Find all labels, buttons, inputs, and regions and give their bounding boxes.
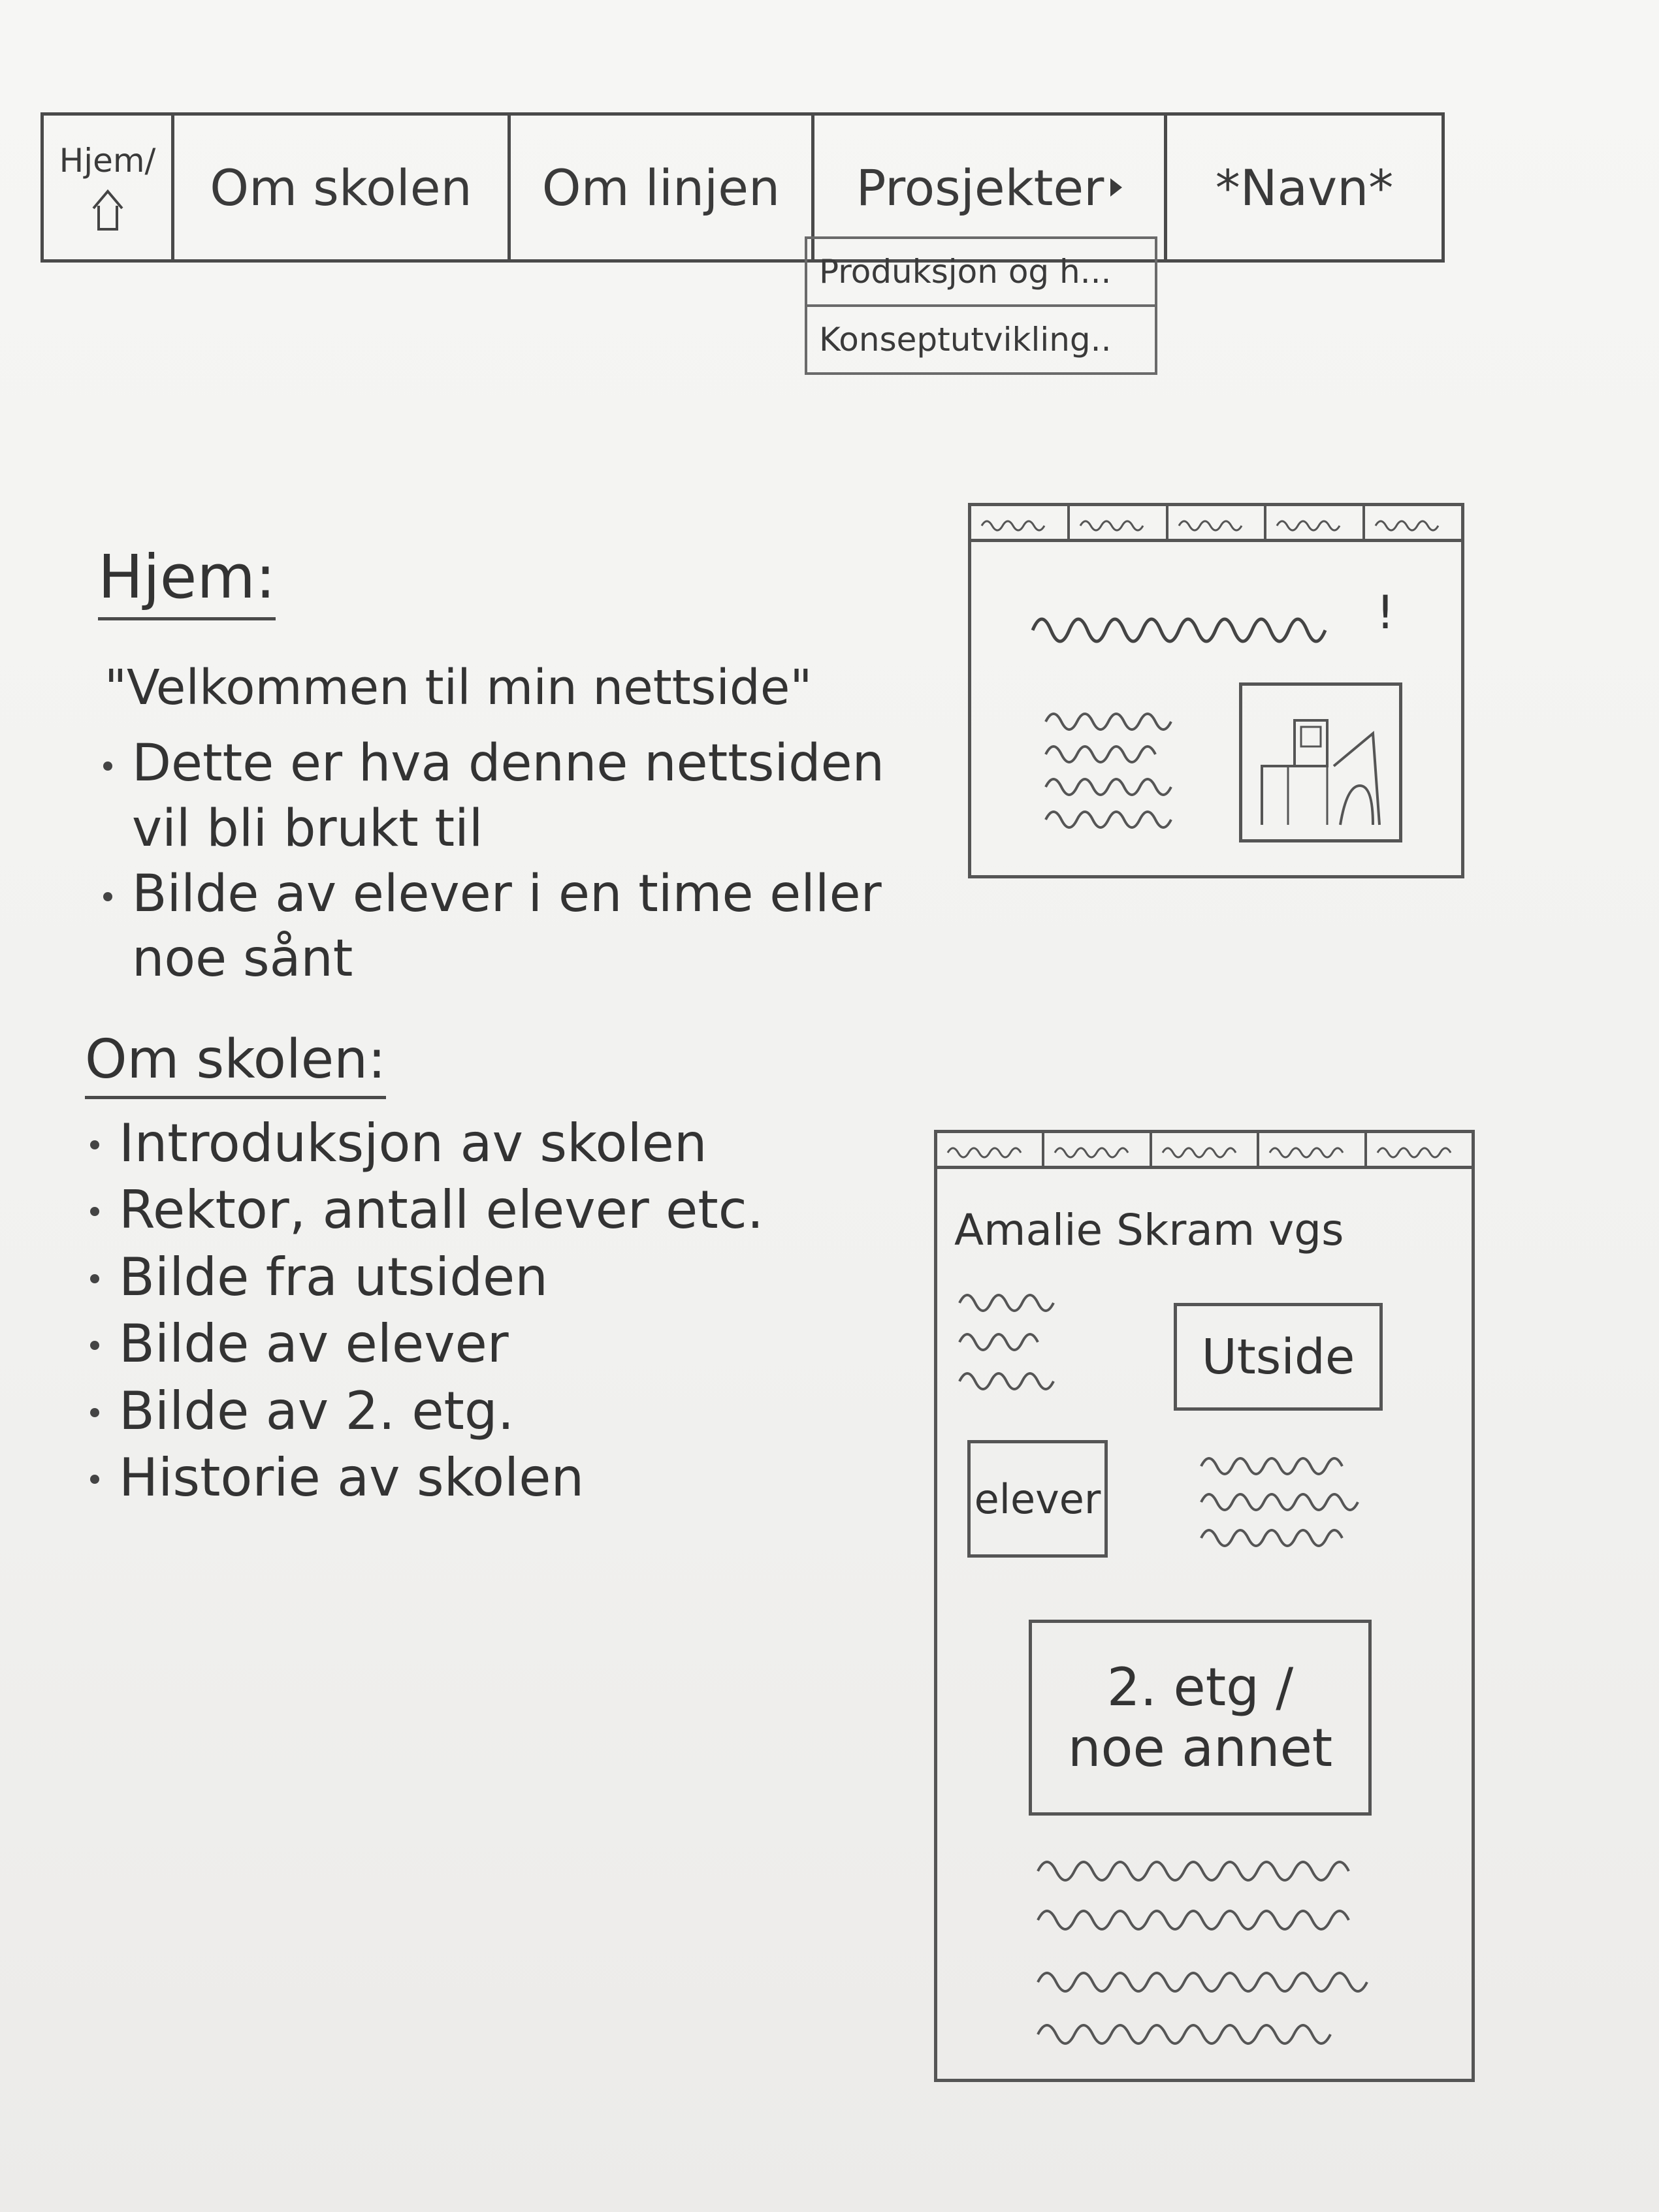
home-bullet-1: Dette er hva denne nettsiden vil bli bru…: [98, 731, 921, 862]
wireframe-tab: [971, 506, 1070, 539]
etg-image-label-line2: noe annet: [1067, 1718, 1333, 1778]
etg-image-box: 2. etg / noe annet: [1029, 1620, 1372, 1816]
wireframe-tab: [1152, 1133, 1260, 1166]
classroom-sketch-icon: [1261, 718, 1381, 825]
wireframe-tab: [1367, 1133, 1472, 1166]
triangle-right-icon: [1110, 178, 1123, 197]
scribble-line: [1161, 1147, 1237, 1159]
nav-item-om-skolen-label: Om skolen: [210, 158, 472, 217]
home-wireframe-title: !: [1376, 586, 1395, 639]
skolen-wireframe-tabs: [934, 1130, 1475, 1169]
skolen-bullet-6: Historie av skolen: [85, 1445, 927, 1511]
home-section-heading: Hjem:: [98, 542, 276, 620]
wireframe-tab: [1259, 1133, 1367, 1166]
scribble-line: [1376, 1147, 1451, 1159]
home-wireframe-image: [1239, 682, 1402, 842]
scribble-line: [1054, 1147, 1129, 1159]
scribble-title: [1031, 617, 1327, 643]
skolen-section-heading: Om skolen:: [85, 1029, 386, 1099]
skolen-wireframe: Amalie Skram vgs Utside elever 2. etg / …: [934, 1130, 1475, 2082]
nav-item-om-skolen[interactable]: Om skolen: [174, 116, 511, 259]
scribble-line: [1276, 520, 1341, 532]
wireframe-tab: [1365, 506, 1461, 539]
dropdown-item-produksjon-label: Produksjon og h...: [819, 253, 1112, 291]
etg-image-label-line1: 2. etg /: [1106, 1657, 1294, 1718]
home-bullet-2: Bilde av elever i en time eller noe sånt: [98, 862, 921, 993]
utside-image-box: Utside: [1174, 1303, 1383, 1411]
wireframe-tab: [1168, 506, 1267, 539]
scribble-paragraph: [1200, 1457, 1359, 1547]
elever-image-label: elever: [974, 1475, 1101, 1523]
dropdown-item-produksjon[interactable]: Produksjon og h...: [807, 239, 1155, 307]
nav-bar-sketch: Hjem/ Om skolen Om linjen Prosjekter *Na…: [40, 112, 1445, 263]
scribble-line: [1178, 520, 1242, 532]
skolen-bullet-1: Introduksjon av skolen: [85, 1110, 927, 1177]
scribble-paragraph: [958, 1294, 1055, 1390]
nav-item-navn[interactable]: *Navn*: [1167, 116, 1442, 259]
scribble-line: [1268, 1147, 1344, 1159]
nav-item-om-linjen[interactable]: Om linjen: [511, 116, 814, 259]
home-section-quote: "Velkommen til min nettside": [105, 660, 813, 716]
skolen-bullet-4: Bilde av elever: [85, 1311, 927, 1377]
scribble-line: [1374, 520, 1440, 532]
home-wireframe-tabs: [968, 503, 1464, 542]
skolen-bullet-5: Bilde av 2. etg.: [85, 1378, 927, 1445]
house-icon: [91, 189, 123, 231]
skolen-section-bullets: Introduksjon av skolen Rektor, antall el…: [85, 1110, 927, 1511]
wireframe-tab: [1044, 1133, 1152, 1166]
home-wireframe: !: [968, 503, 1464, 878]
wireframe-tab: [937, 1133, 1045, 1166]
skolen-wireframe-title: Amalie Skram vgs: [954, 1205, 1344, 1255]
nav-item-navn-label: *Navn*: [1215, 158, 1394, 217]
scribble-line: [1079, 520, 1144, 532]
scribble-line: [980, 520, 1046, 532]
dropdown-item-konseptutvikling-label: Konseptutvikling..: [819, 321, 1112, 359]
wireframe-tab: [1070, 506, 1168, 539]
scribble-line: [946, 1147, 1022, 1159]
scribble-paragraph: [1044, 713, 1172, 829]
prosjekter-dropdown: Produksjon og h... Konseptutvikling..: [805, 236, 1157, 375]
utside-image-label: Utside: [1201, 1328, 1355, 1385]
scribble-paragraph: [1037, 1861, 1368, 2045]
nav-home-label: Hjem/: [59, 142, 156, 180]
dropdown-item-konseptutvikling[interactable]: Konseptutvikling..: [807, 307, 1155, 372]
skolen-bullet-3: Bilde fra utsiden: [85, 1244, 927, 1311]
nav-home-item[interactable]: Hjem/: [44, 116, 174, 259]
nav-item-prosjekter[interactable]: Prosjekter: [814, 116, 1167, 259]
wireframe-tab: [1266, 506, 1366, 539]
nav-item-om-linjen-label: Om linjen: [541, 158, 781, 217]
nav-item-prosjekter-label: Prosjekter: [856, 158, 1104, 217]
skolen-bullet-2: Rektor, antall elever etc.: [85, 1177, 927, 1243]
elever-image-box: elever: [967, 1440, 1108, 1558]
home-section-bullets: Dette er hva denne nettsiden vil bli bru…: [98, 731, 921, 992]
